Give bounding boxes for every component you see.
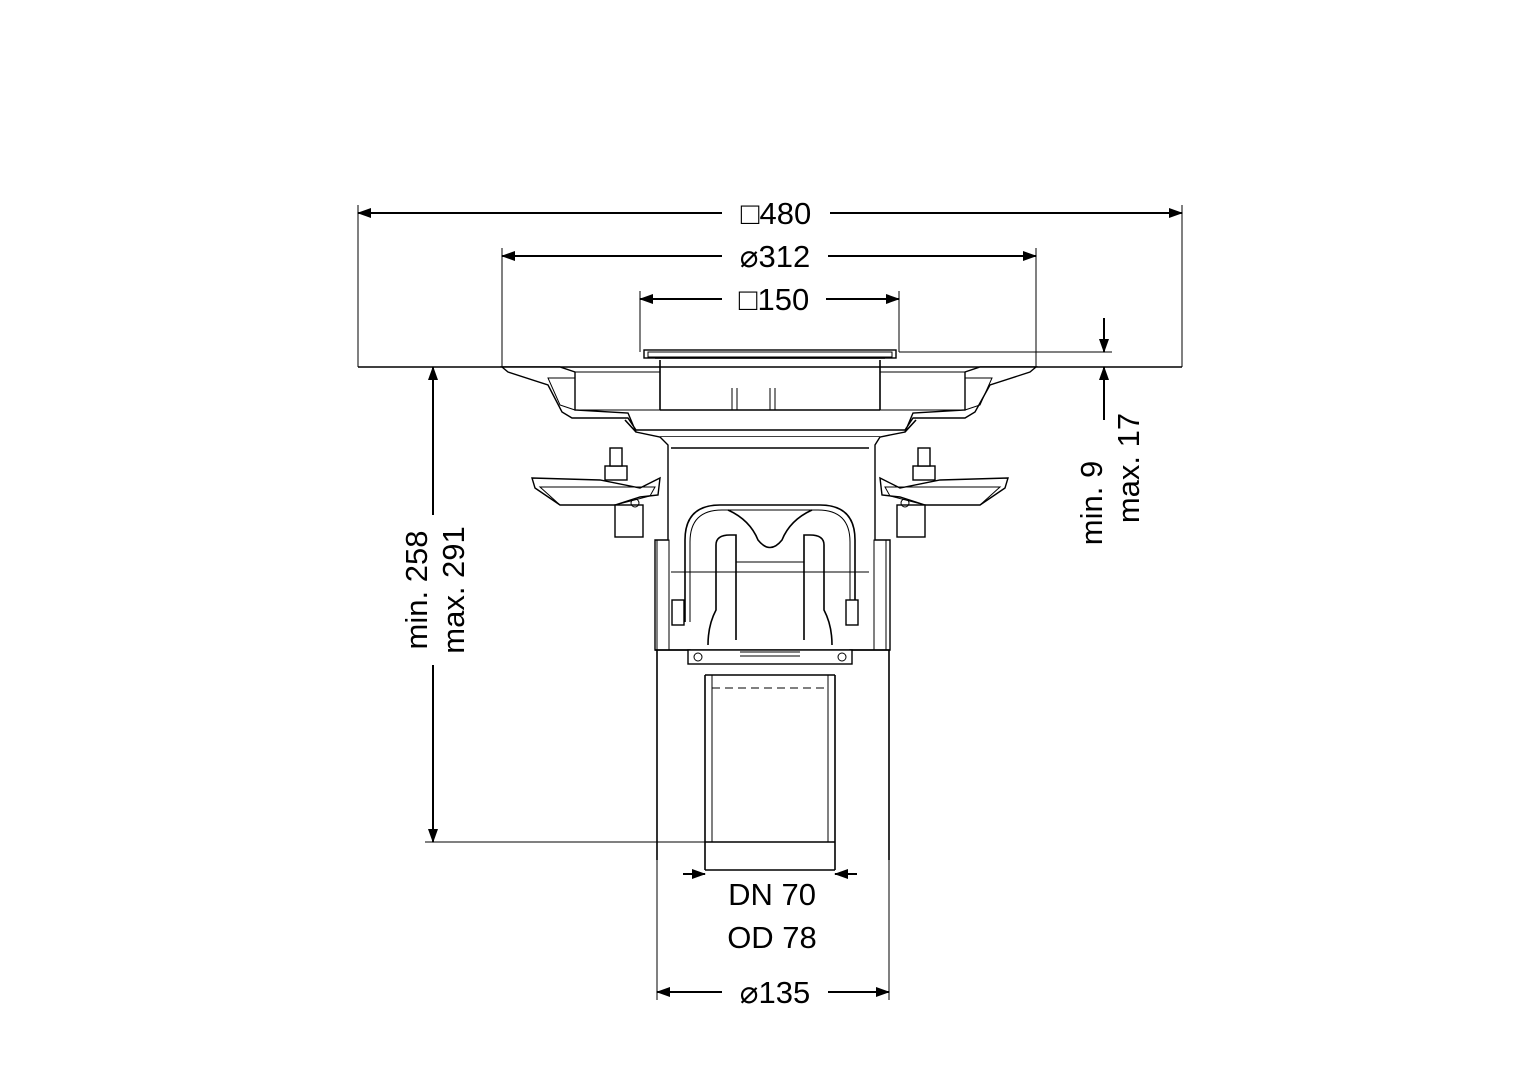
grate-square-label: □150 [739, 282, 809, 317]
grate [643, 349, 897, 411]
outlet-od-label: OD 78 [727, 920, 817, 955]
clamping-ring-right [879, 447, 1009, 538]
clamping-ring-left [531, 447, 661, 538]
odour-trap [671, 504, 859, 646]
overall-square-label: □480 [741, 196, 811, 231]
outlet-dn-label: DN 70 [728, 877, 816, 912]
offset-max-label: max. 17 [1111, 413, 1146, 523]
dimension-lines [357, 208, 1183, 997]
offset-min-label: min. 9 [1074, 461, 1109, 545]
body-diameter-label: ⌀135 [740, 975, 810, 1010]
flange-diameter-label: ⌀312 [740, 239, 810, 274]
drain-body [500, 349, 1038, 871]
dimension-labels: □480 ⌀312 □150 min. 258 max. 291 min. 9 … [399, 196, 1146, 1010]
height-max-label: max. 291 [436, 526, 471, 654]
height-min-label: min. 258 [399, 531, 434, 650]
